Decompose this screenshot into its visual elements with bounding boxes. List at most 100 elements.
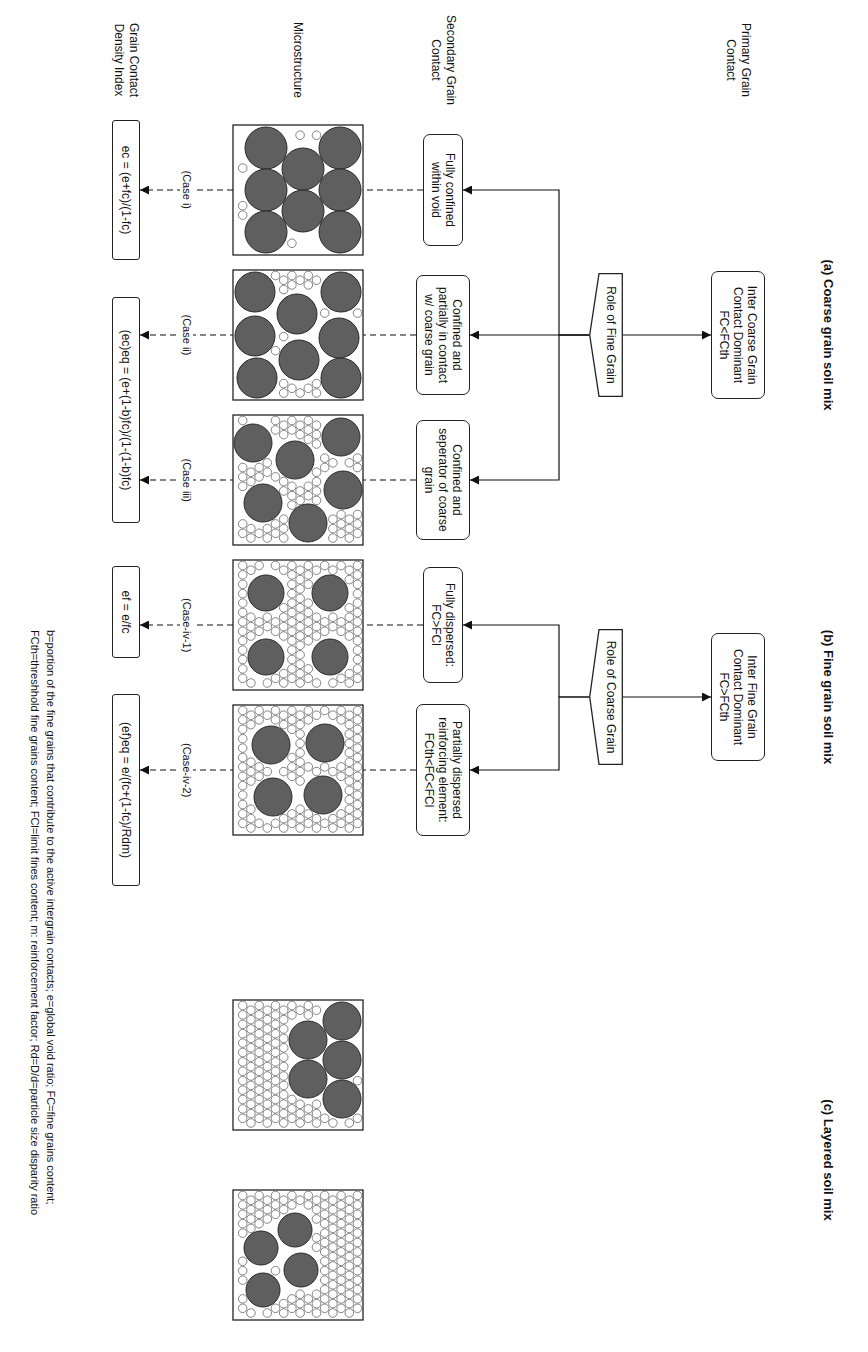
column-heading: (c) Layered soil mix — [820, 1020, 836, 1300]
fine-grain — [345, 632, 354, 641]
fine-grain — [353, 1304, 362, 1313]
square-frame — [233, 1000, 363, 1130]
fine-grain — [238, 580, 247, 589]
fine-grain — [238, 772, 247, 781]
footnote: FCth=threshhold fine grains content; FCl… — [28, 630, 42, 1215]
fine-grain — [288, 1191, 297, 1200]
fine-grain — [247, 1205, 256, 1214]
fine-grain — [296, 496, 305, 505]
fine-grain — [279, 534, 288, 543]
coarse-grain — [282, 148, 324, 190]
fine-grain — [320, 763, 329, 772]
fine-grain — [353, 646, 362, 655]
fine-grain — [288, 763, 297, 772]
fine-grain — [271, 1001, 280, 1010]
coarse-grain — [312, 639, 348, 675]
fine-grain — [304, 608, 313, 617]
fine-grain — [312, 440, 321, 449]
fine-grain — [312, 613, 321, 622]
fine-grain — [304, 665, 313, 674]
fine-grain — [353, 819, 362, 828]
microstructure-square — [233, 125, 363, 255]
fine-grain — [337, 1229, 346, 1238]
fine-grain — [304, 819, 313, 828]
fine-grain — [247, 632, 256, 641]
fine-grain — [312, 1309, 321, 1318]
fine-grain — [312, 711, 321, 720]
coarse-grain — [276, 441, 314, 479]
fine-grain — [312, 1119, 321, 1128]
fine-grain — [353, 636, 362, 645]
fine-grain — [238, 1114, 247, 1123]
fine-grain — [279, 1100, 288, 1109]
fine-grain — [337, 618, 346, 627]
fine-grain — [279, 1119, 288, 1128]
fine-grain — [263, 1006, 272, 1015]
fine-grain — [337, 529, 346, 538]
fine-grain — [329, 613, 338, 622]
density-index-box: ef = e/fc — [112, 566, 140, 658]
fine-grain — [304, 416, 313, 425]
fine-grain — [320, 1201, 329, 1210]
fine-grain — [296, 651, 305, 660]
fine-grain — [296, 814, 305, 823]
fine-grain — [288, 1114, 297, 1123]
fine-grain — [238, 599, 247, 608]
fine-grain — [238, 716, 247, 725]
fine-grain — [337, 706, 346, 715]
fine-grain — [304, 435, 313, 444]
fine-grain — [255, 1191, 264, 1200]
fine-grain — [255, 1114, 264, 1123]
fine-grain — [263, 468, 272, 477]
fine-grain — [271, 1210, 280, 1219]
fine-grain — [304, 482, 313, 491]
fine-grain — [255, 1076, 264, 1085]
fine-grain — [296, 1006, 305, 1015]
fine-grain — [337, 763, 346, 772]
fine-grain — [304, 571, 313, 580]
secondary-contact-box: Confined and partially in contact w/ coa… — [416, 275, 470, 395]
fine-grain — [304, 1105, 313, 1114]
fine-grain — [353, 454, 362, 463]
fine-grain — [238, 1304, 247, 1313]
fine-grain — [296, 777, 305, 786]
fine-grain — [353, 810, 362, 819]
fine-grain — [288, 599, 297, 608]
fine-grain — [304, 599, 313, 608]
coarse-grain — [323, 1002, 361, 1040]
fine-grain — [353, 1201, 362, 1210]
fine-grain — [271, 1011, 280, 1020]
fine-grain — [255, 1067, 264, 1076]
fine-grain — [279, 679, 288, 688]
fine-grain — [288, 1001, 297, 1010]
fine-grain — [271, 1105, 280, 1114]
fine-grain — [337, 810, 346, 819]
fine-grain — [271, 1304, 280, 1313]
fine-grain — [238, 1067, 247, 1076]
fine-grain — [304, 1304, 313, 1313]
density-index-box: (ec)eq = (e+(1-b)fc)/(1-(1-b)fc) — [112, 297, 140, 523]
fine-grain — [255, 529, 264, 538]
fine-grain — [238, 1076, 247, 1085]
fine-grain — [255, 772, 264, 781]
fine-grain — [312, 767, 321, 776]
row-label: Microstructure — [291, 8, 306, 112]
fine-grain — [345, 786, 354, 795]
coarse-grain — [322, 418, 360, 456]
fine-grain — [279, 477, 288, 486]
node-text: (ec)eq = (e+(1-b)fc)/(1-(1-b)fc) — [119, 304, 133, 516]
fine-grain — [238, 1011, 247, 1020]
fine-grain — [296, 767, 305, 776]
fine-grain — [345, 824, 354, 833]
arrow-connector — [463, 625, 589, 697]
case-label: (Case-iv-2) — [180, 741, 193, 799]
coarse-grain — [245, 169, 287, 211]
fine-grain — [329, 515, 338, 524]
fine-grain — [271, 1076, 280, 1085]
fine-grain — [296, 1290, 305, 1299]
fine-grain — [345, 739, 354, 748]
fine-grain — [312, 1243, 321, 1252]
fine-grain — [353, 800, 362, 809]
fine-grain — [312, 1109, 321, 1118]
row-label: Grain Contact Density Index — [111, 8, 141, 112]
